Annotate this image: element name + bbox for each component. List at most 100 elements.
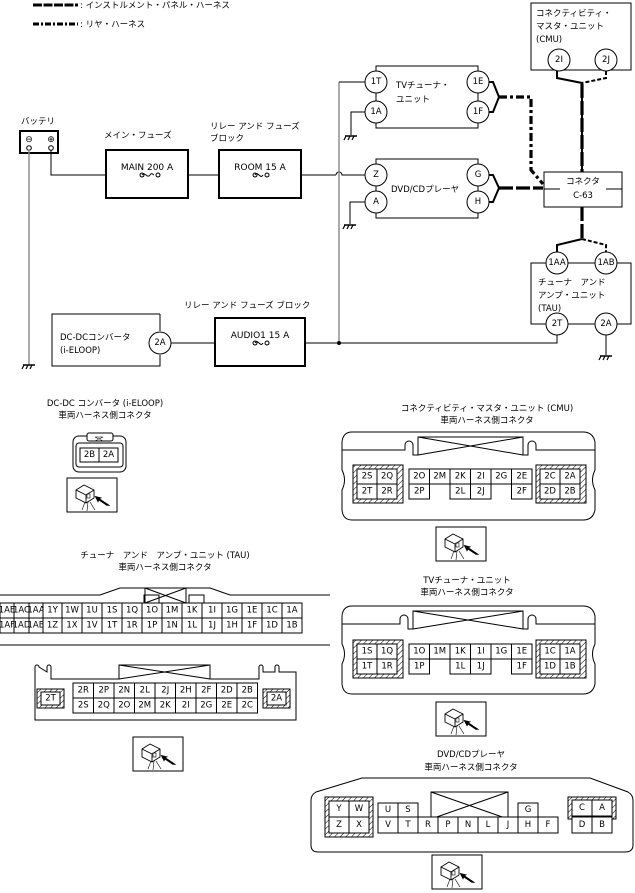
pin-cavity — [470, 658, 492, 675]
pin-label-1p: 1P — [414, 662, 425, 672]
pin-label-2a: 2A — [564, 472, 575, 482]
fuse-symbol-icon — [139, 172, 161, 178]
pin-label-1z: 1Z — [47, 621, 58, 631]
pin-cavity — [376, 658, 398, 675]
tau-label-2: アンプ・ユニット — [538, 291, 605, 301]
tau-pin-1ab — [594, 251, 618, 275]
pin-label-1s: 1S — [107, 606, 118, 616]
pin-label-2j: 2J — [477, 487, 485, 497]
harness-side-plug-icon — [431, 854, 483, 890]
pin-label-1g: 1G — [495, 647, 507, 657]
harness-side-plug-icon — [66, 477, 118, 513]
pin-label-1t: 1T — [107, 621, 118, 631]
pin-label-2p: 2P — [98, 686, 109, 696]
pin-label-y: Y — [335, 804, 342, 814]
dvd-pin-z-label: Z — [373, 170, 379, 180]
pin-label-1j: 1J — [208, 621, 216, 631]
dvd-pin-g-label: G — [475, 170, 482, 180]
pin-label-1m: 1M — [433, 647, 446, 657]
pin-label-2m: 2M — [138, 701, 151, 711]
connector-c63-label-1: コネクタ — [566, 177, 600, 187]
tau-pin-1aa — [545, 251, 569, 275]
cmu-pin-2j-label: 2J — [602, 55, 610, 65]
harness-side-plug-icon — [132, 736, 184, 772]
pin-label-2s: 2S — [362, 472, 373, 482]
tv-pin-1e-label: 1E — [473, 77, 484, 87]
tau-pin-2t-label: 2T — [552, 319, 563, 329]
pin-label-f: F — [546, 820, 551, 830]
tau-pin-2a-label: 2A — [600, 319, 611, 329]
pin-label-w: W — [355, 804, 364, 814]
pin-label-2d: 2D — [544, 487, 556, 497]
pin-cavity — [559, 658, 581, 675]
pin-label-a: A — [599, 803, 605, 813]
pin-label-1q: 1Q — [381, 647, 393, 657]
pin-label-s: S — [405, 805, 410, 815]
pin-label-2a: 2A — [271, 694, 282, 704]
pin-label-1k: 1K — [455, 647, 466, 657]
pin-label-r: R — [425, 820, 431, 830]
pin-label-1q: 1Q — [126, 606, 138, 616]
pin-label-1l: 1L — [187, 621, 197, 631]
tau-pin-1aa-label: 1AA — [548, 258, 565, 268]
dvd-player: Z A G H DVD/CDプレーヤ — [364, 158, 490, 219]
tv-pin-1t-label: 1T — [371, 77, 382, 87]
cmu-unit: コネクティビティ・ マスタ・ユニット (CMU) 2I 2J — [530, 2, 632, 72]
pin-label-2g: 2G — [200, 701, 212, 711]
main-fuse-label: MAIN 200 A — [121, 163, 174, 173]
pin-label-1af: 1AF — [0, 621, 15, 631]
pin-label-1p: 1P — [147, 621, 158, 631]
tau-connector-title: チューナ アンド アンプ・ユニット (TAU) — [80, 551, 249, 561]
pin-label-2l: 2L — [140, 686, 150, 696]
dcdc-pin-2a: 2A — [103, 450, 114, 460]
pin-cavity — [591, 816, 613, 834]
cmu-connector-subtitle: 車両ハーネス側コネクタ — [440, 415, 533, 426]
legend-rear-label: : リヤ・ハーネス — [80, 20, 145, 30]
pin-label-2o: 2O — [118, 701, 130, 711]
room-fuse-label: ROOM 15 A — [234, 163, 286, 173]
cmu-label-3: (CMU) — [536, 35, 562, 45]
cmu-label-1: コネクティビティ・ — [536, 9, 611, 19]
dvd-pin-z — [364, 163, 388, 187]
main-fuse: メイン・フューズ MAIN 200 A — [104, 130, 189, 199]
pin-label-1h: 1H — [226, 621, 238, 631]
dcdc-connector-subtitle: 車両ハーネス側コネクタ — [58, 410, 151, 421]
pin-label-2k: 2K — [160, 701, 171, 711]
tv-tuner-label-1: TVチューナ・ — [395, 81, 450, 91]
pin-label-1v: 1V — [86, 621, 97, 631]
pin-label-2k: 2K — [455, 472, 466, 482]
dcdc-converter: DC-DCコンバータ (i-ELOOP) 2A — [51, 313, 172, 367]
room-fuse-caption-2: ブロック — [210, 133, 244, 144]
pin-label-1b: 1B — [564, 662, 575, 672]
dvd-pin-a-label: A — [373, 197, 379, 207]
dcdc-label-1: DC-DCコンバータ — [60, 333, 131, 343]
pin-label-2b: 2B — [242, 686, 253, 696]
pin-label-1w: 1W — [65, 606, 79, 616]
connector-c63-label-2: C-63 — [573, 191, 593, 201]
pin-label-2n: 2N — [118, 686, 130, 696]
pin-label-1i: 1I — [477, 647, 485, 657]
pin-label-j: J — [506, 820, 510, 830]
pin-cavity — [537, 816, 559, 834]
pin-label-2f: 2F — [201, 686, 211, 696]
pin-label-1e: 1E — [247, 606, 258, 616]
pin-label-2c: 2C — [544, 472, 555, 482]
dcdc-pin-2a-label: 2A — [154, 338, 165, 348]
pin-label-1a: 1A — [286, 606, 297, 616]
pin-label-2i: 2I — [182, 701, 190, 711]
tv-tuner-label-2: ユニット — [396, 95, 430, 105]
pin-label-x: X — [356, 820, 362, 830]
dcdc-pin-2b: 2B — [84, 450, 95, 460]
main-fuse-caption: メイン・フューズ — [104, 130, 172, 141]
tau-label-1: チューナ アンド — [538, 278, 606, 288]
pin-label-1i: 1I — [208, 606, 216, 616]
pin-label-2l: 2L — [455, 487, 465, 497]
pin-label-l: L — [486, 820, 491, 830]
pin-label-1e: 1E — [516, 647, 527, 657]
pin-label-2g: 2G — [495, 472, 507, 482]
pin-label-1ad: 1AD — [13, 621, 31, 631]
battery: バッテリ ⊖ ⊕ — [19, 117, 59, 154]
pin-label-t: T — [404, 820, 411, 830]
tau-label-3: (TAU) — [538, 304, 561, 314]
